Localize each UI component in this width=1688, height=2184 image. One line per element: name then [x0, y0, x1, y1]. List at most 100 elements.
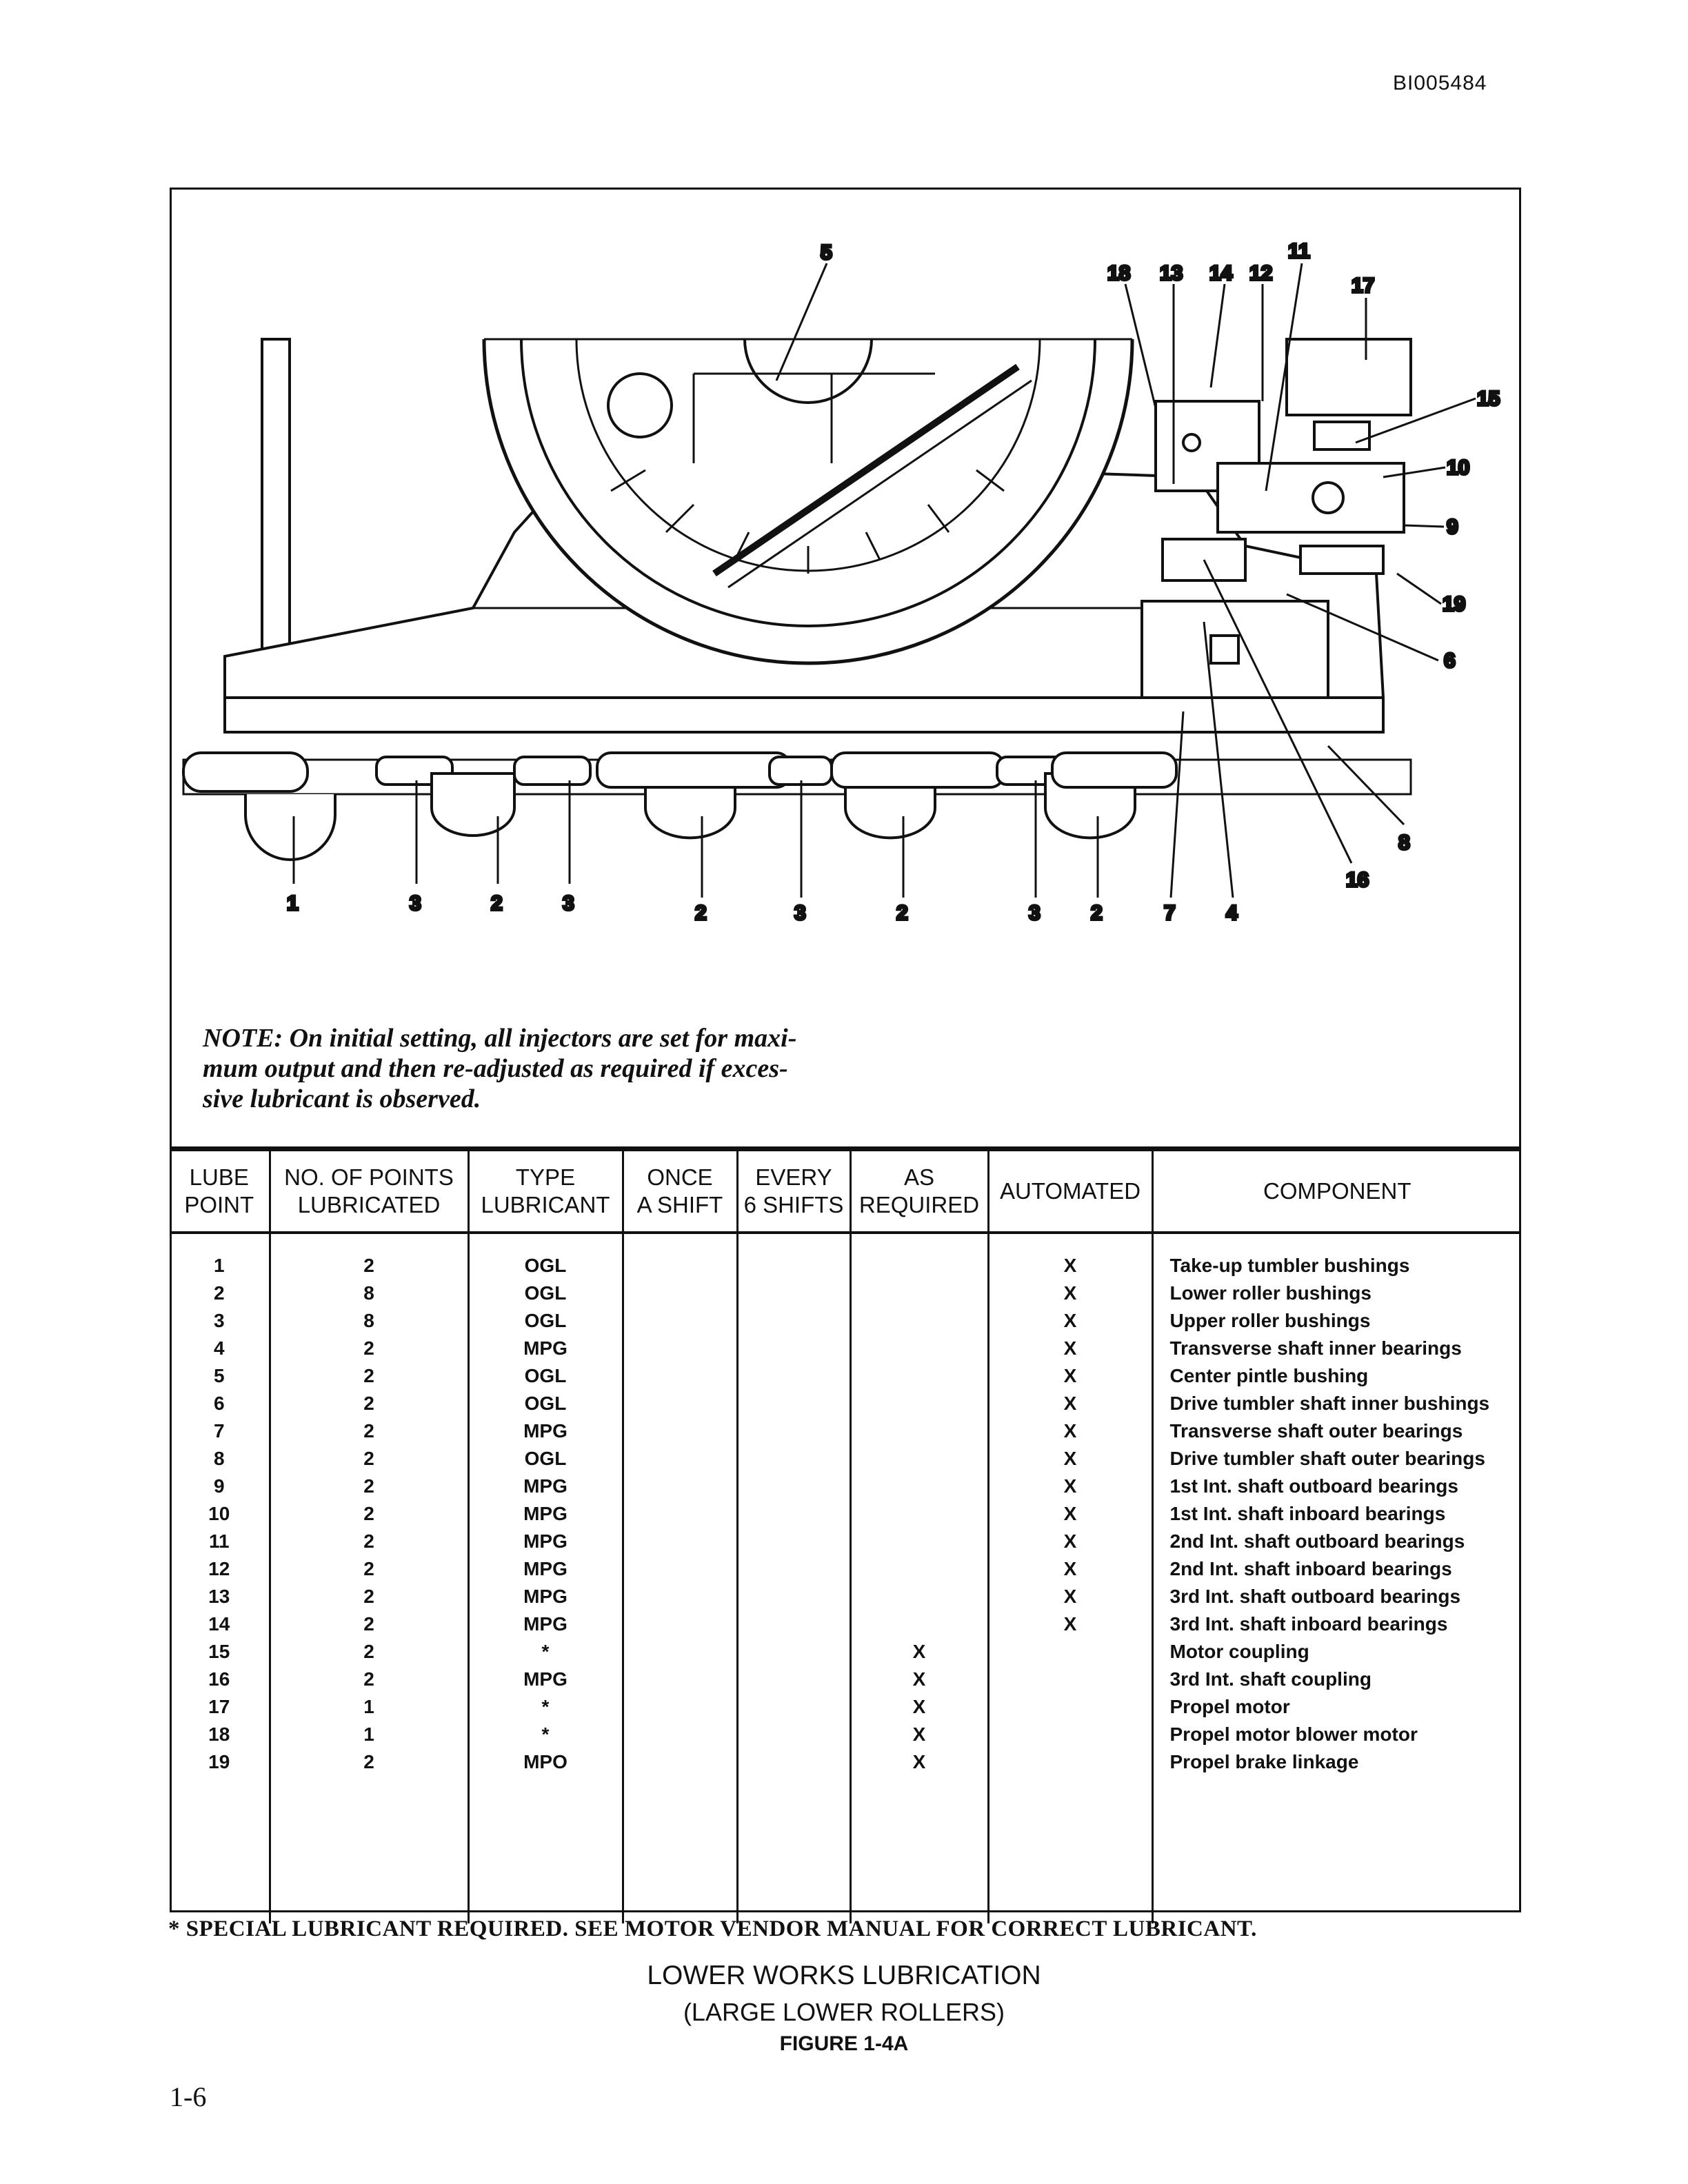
table-cell: * — [467, 1721, 623, 1748]
column-header-line: AUTOMATED — [999, 1178, 1141, 1204]
table-cell: 8 — [268, 1307, 468, 1335]
table-cell: 8 — [213, 1448, 225, 1469]
table-cell — [621, 1555, 737, 1583]
table-cell — [849, 1555, 988, 1583]
callout-3b: 3 — [563, 892, 574, 915]
injector-note: NOTE: On initial setting, all injectors … — [203, 1023, 989, 1114]
table-cell — [849, 1390, 988, 1417]
table-cell: 4 — [213, 1337, 225, 1359]
special-lubricant-footnote: * SPECIAL LUBRICANT REQUIRED. SEE MOTOR … — [168, 1917, 1257, 1941]
table-cell — [736, 1390, 850, 1417]
callout-4: 4 — [1226, 902, 1238, 924]
figure-caption-title: LOWER WORKS LUBRICATION — [647, 1961, 1041, 1990]
table-cell: 2 — [268, 1445, 468, 1473]
table-cell: 13 — [208, 1586, 230, 1607]
table-cell: Propel motor — [1151, 1693, 1521, 1721]
column-header-line: 6 SHIFTS — [743, 1192, 844, 1217]
table-cell — [736, 1335, 850, 1362]
callout-15: 15 — [1477, 387, 1500, 410]
table-cell: 2 — [268, 1362, 468, 1390]
drive-tumbler — [482, 338, 1134, 665]
table-cell — [736, 1417, 850, 1445]
callout-2a: 2 — [491, 892, 503, 915]
table-cell: MPG — [467, 1473, 623, 1500]
table-cell — [849, 1528, 988, 1555]
callout-11: 11 — [1288, 240, 1310, 263]
table-cell — [736, 1473, 850, 1500]
table-cell: 3rd Int. shaft coupling — [1151, 1666, 1521, 1693]
table-cell: 17 — [208, 1696, 230, 1717]
callout-5: 5 — [821, 241, 832, 264]
column-header: AUTOMATED — [987, 1149, 1152, 1234]
callout-3d: 3 — [1029, 902, 1041, 924]
table-cell — [849, 1417, 988, 1445]
table-cell: 2 — [268, 1555, 468, 1583]
table-cell: Motor coupling — [1151, 1638, 1521, 1666]
table-filler-cell — [621, 1776, 737, 1923]
table-cell — [736, 1748, 850, 1776]
table-cell — [621, 1583, 737, 1610]
table-cell — [736, 1528, 850, 1555]
column-header-line: LUBE — [189, 1164, 249, 1190]
table-filler-cell — [736, 1776, 850, 1923]
table-cell: 18 — [208, 1723, 230, 1745]
table-cell — [736, 1693, 850, 1721]
callout-19: 19 — [1443, 593, 1465, 616]
column-header-line: LUBRICATED — [297, 1192, 441, 1217]
table-cell: 12 — [208, 1558, 230, 1579]
table-cell: OGL — [467, 1307, 623, 1335]
callout-3c: 3 — [794, 902, 806, 924]
column-header-line: EVERY — [755, 1164, 832, 1190]
table-cell: X — [849, 1748, 988, 1776]
table-filler-cell — [467, 1776, 623, 1923]
table-cell: 6 — [213, 1393, 225, 1414]
table-cell: Propel brake linkage — [1151, 1748, 1521, 1776]
table-cell — [621, 1280, 737, 1307]
table-cell: X — [987, 1555, 1152, 1583]
table-cell: Take-up tumbler bushings — [1151, 1233, 1521, 1280]
table-cell: MPO — [467, 1748, 623, 1776]
table-cell: X — [849, 1693, 988, 1721]
callout-7: 7 — [1164, 902, 1176, 924]
table-cell: X — [987, 1583, 1152, 1610]
table-cell: X — [987, 1335, 1152, 1362]
leader-lines — [292, 263, 1476, 898]
table-cell: 2 — [268, 1610, 468, 1638]
take-up-tumbler — [182, 751, 309, 793]
table-cell — [621, 1445, 737, 1473]
table-cell — [621, 1748, 737, 1776]
table-cell — [987, 1638, 1152, 1666]
tumbler-hub-cutout — [607, 372, 673, 438]
column-header-line: AS — [903, 1164, 935, 1190]
column-header-line: COMPONENT — [1263, 1178, 1411, 1204]
table-cell — [849, 1500, 988, 1528]
note-line: NOTE: On initial setting, all injectors … — [203, 1024, 797, 1053]
tumbler-segments — [610, 469, 1005, 574]
table-cell: MPG — [467, 1500, 623, 1528]
table-cell: 2 — [268, 1638, 468, 1666]
document-id: BI005484 — [1393, 72, 1487, 94]
table-cell: 2 — [268, 1390, 468, 1417]
table-cell — [621, 1500, 737, 1528]
table-cell — [987, 1721, 1152, 1748]
table-cell — [621, 1362, 737, 1390]
table-cell — [736, 1445, 850, 1473]
table-cell: OGL — [467, 1390, 623, 1417]
table-cell: MPG — [467, 1528, 623, 1555]
table-cell — [621, 1233, 737, 1280]
table-cell: MPG — [467, 1610, 623, 1638]
